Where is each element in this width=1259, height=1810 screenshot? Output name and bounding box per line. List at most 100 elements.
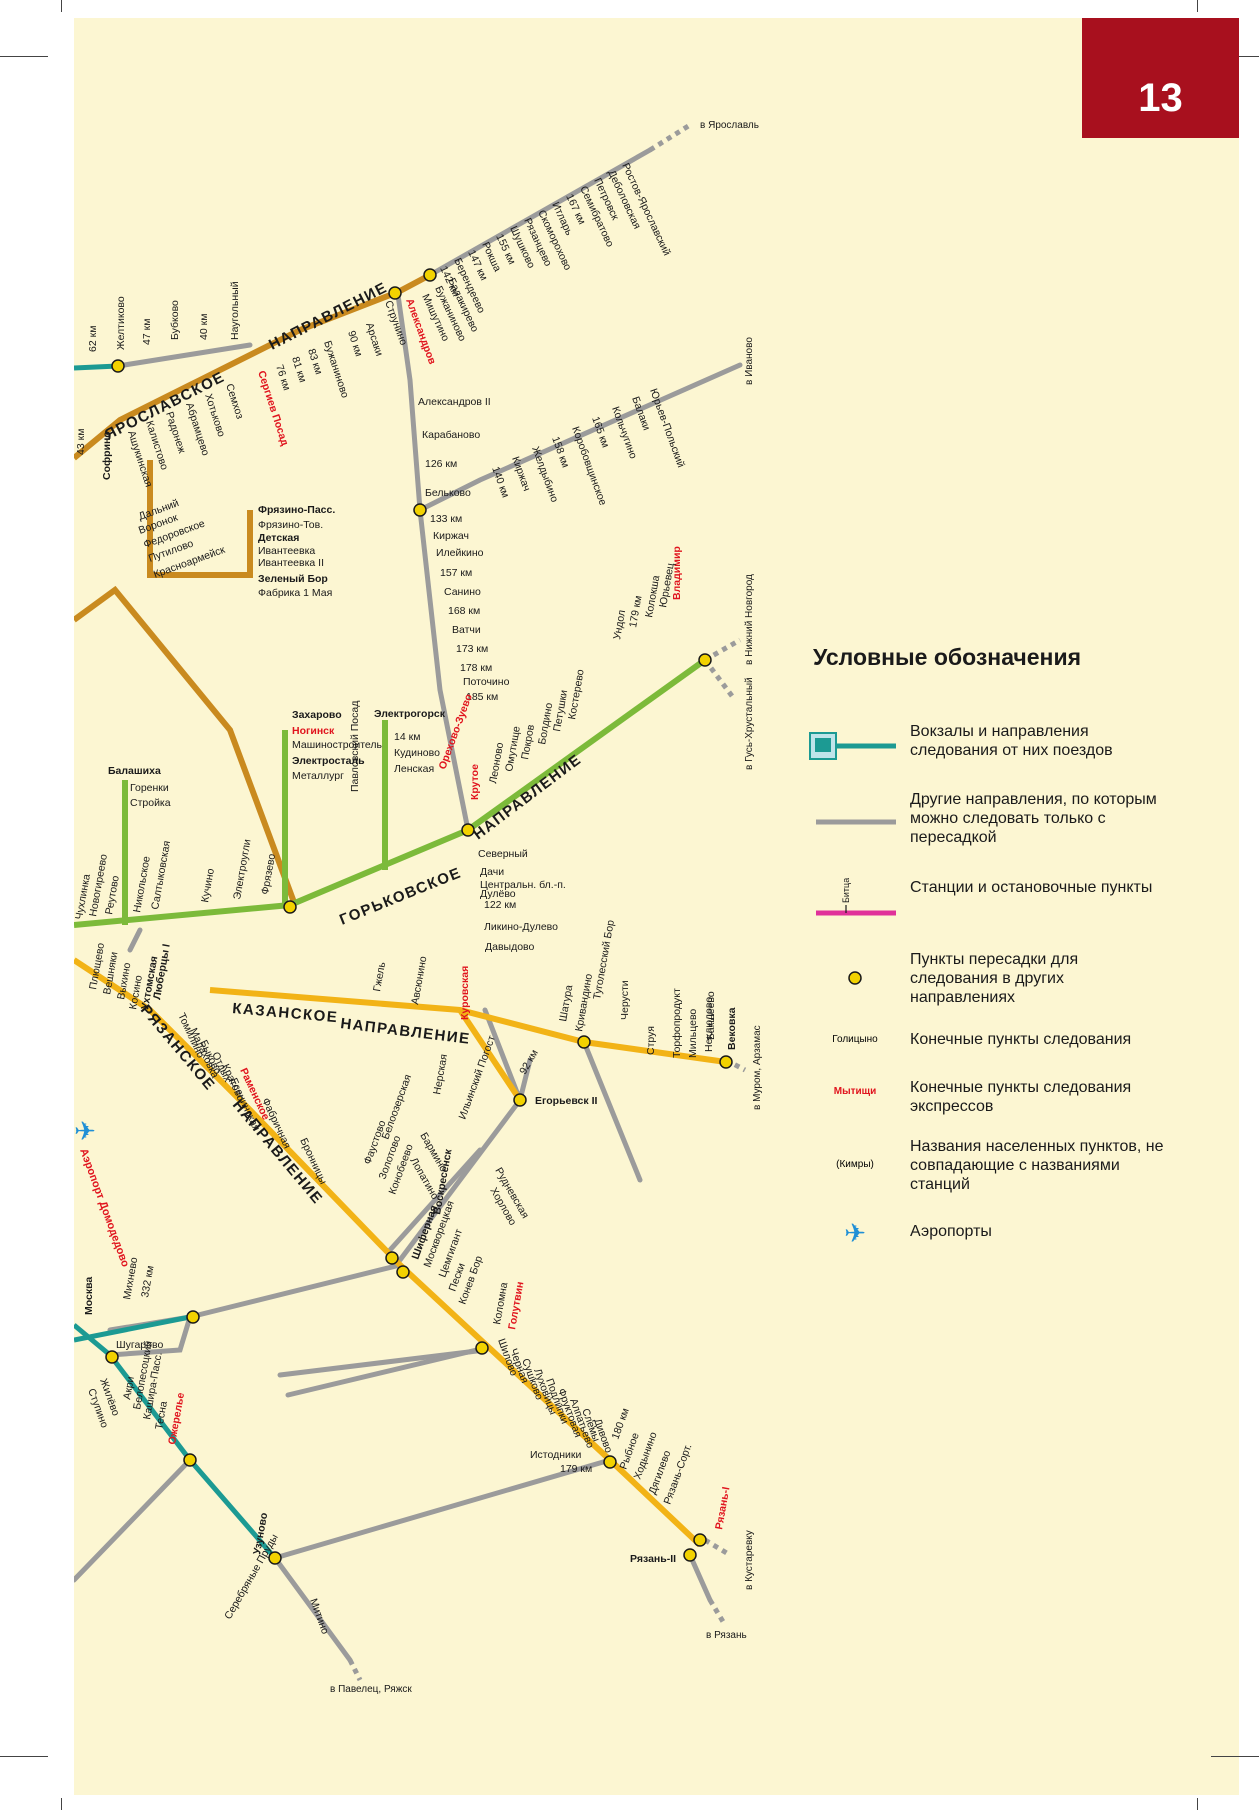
transfer-dot-mikhnevo xyxy=(186,1310,200,1324)
station-label: Балашиха xyxy=(108,765,161,777)
station-label: 133 км xyxy=(430,513,462,525)
destination-n-novgorod: в Нижний Новгород xyxy=(744,574,755,665)
station-label: Кучино xyxy=(199,867,217,903)
station-label: 168 км xyxy=(448,605,480,617)
line-link-2 xyxy=(187,1262,403,1320)
crop-mark xyxy=(1197,0,1198,12)
legend-sample-label: Мытищи xyxy=(833,1086,877,1097)
kazan-stations: Вековка Бакшеево Туголесский Бор Шатура … xyxy=(371,848,738,1050)
zheltikovo-stations: 62 км Желтиково 47 км Бубково 40 км Науг… xyxy=(87,281,241,352)
line-yaroslavl-upper xyxy=(427,147,653,278)
legend-item-settlements: (Кимры) Названия населенных пунктов, не … xyxy=(800,1137,1240,1201)
station-label: Туголесский Бор xyxy=(591,919,617,1001)
station-label: Детская xyxy=(258,532,299,544)
station-label: Дулёво xyxy=(480,888,516,900)
legend-text: Другие направления, по которым можно сле… xyxy=(910,791,1157,846)
airplane-icon: ✈ xyxy=(74,1116,96,1146)
fryazino-stations: Фрязино-Пасс. Фрязино-Тов. Детская Ивант… xyxy=(137,497,335,599)
line-ryazan-link xyxy=(272,1457,613,1561)
legend-text: Названия населенных пунктов, не совпадаю… xyxy=(910,1138,1164,1193)
station-label: Электроугли xyxy=(231,838,253,900)
legend-item-terminal: Голицыно Конечные пункты следования xyxy=(800,1030,1240,1058)
station-icon xyxy=(809,732,896,760)
destination-pavelets: в Павелец, Ряжск xyxy=(330,1684,412,1695)
station-label: Радонеж xyxy=(163,410,188,455)
station-label-express: Ожерелье xyxy=(166,1392,187,1446)
station-label: Нерская xyxy=(431,1053,450,1095)
crop-mark xyxy=(61,0,62,12)
paveletsky-line xyxy=(74,363,277,1560)
station-label: Хотьково xyxy=(202,392,227,438)
station-label: Леоново xyxy=(487,741,506,784)
station-label: Арсаки xyxy=(363,321,385,358)
station-label: 185 км xyxy=(466,691,498,703)
station-label: 157 км xyxy=(440,567,472,579)
station-label: Захарово xyxy=(292,709,342,721)
page-number: 13 xyxy=(1138,76,1183,120)
line-egoryevsk-2 xyxy=(517,1057,533,1103)
line-pavelets xyxy=(272,1555,353,1663)
station-label: 179 км xyxy=(560,1463,592,1475)
line-ivanovo xyxy=(417,362,743,513)
station-label: Мильцево xyxy=(687,1009,699,1058)
station-label: Ивантеевка II xyxy=(258,557,324,569)
station-label: Черусти xyxy=(619,980,631,1020)
crop-mark xyxy=(1197,1798,1198,1810)
transfer-dot-ryazan-2 xyxy=(683,1548,697,1562)
station-label: 81 км xyxy=(289,355,309,384)
station-label: 43 км xyxy=(75,429,87,455)
crop-mark xyxy=(61,1798,62,1810)
station-label-express: Крутое xyxy=(469,764,481,800)
station-label: 178 км xyxy=(460,662,492,674)
legend-text: Аэропорты xyxy=(910,1223,992,1240)
station-label: Ундол xyxy=(611,609,628,640)
station-label-express: Владимир xyxy=(671,546,683,600)
station-label: Фрязево xyxy=(259,853,278,896)
destination-ryazan: в Рязань xyxy=(706,1630,747,1641)
transfer-dot-vekovka xyxy=(719,1055,733,1069)
station-label: Струя xyxy=(645,1026,657,1055)
station-label: Киржач xyxy=(433,530,469,542)
airport-domodedovo: ✈ Аэропорт Домодедово xyxy=(74,1116,131,1269)
station-label: Авсюнино xyxy=(409,955,429,1005)
alexandrov-branch-stations: Александров II Карабаново 126 км Бельков… xyxy=(418,396,510,703)
station-label: Рязань-II xyxy=(630,1553,676,1565)
destination-ivanovo: в Иваново xyxy=(744,337,755,385)
gorky-line xyxy=(74,657,707,928)
station-label: 76 км xyxy=(273,363,293,392)
destination-kustarevka: в Кустаревку xyxy=(744,1530,755,1590)
station-label: Наугольный xyxy=(229,281,241,340)
station-label: Северный xyxy=(478,848,528,860)
station-label: Дачи xyxy=(480,866,504,878)
station-label: 90 км xyxy=(345,329,365,358)
station-label: Салтыковская xyxy=(149,840,173,911)
station-label-express: Куровская xyxy=(459,966,471,1020)
transfer-dot-vladimir xyxy=(698,653,712,667)
station-label: Егорьевск II xyxy=(535,1095,597,1107)
transfer-dot-golutvin xyxy=(475,1341,489,1355)
station-label: Кривандино xyxy=(573,973,595,1033)
station-label: 14 км xyxy=(394,731,420,743)
station-label: Неклюдово xyxy=(703,997,715,1052)
station-label: Павловский Посад xyxy=(349,701,361,792)
station-label: Стройка xyxy=(130,797,171,809)
gorky-stations: Владимир Юрьевец Колокша 179 км Ундол Ко… xyxy=(74,546,683,920)
station-label: Ватчи xyxy=(452,624,481,636)
legend-text: Конечные пункты следования xyxy=(910,1031,1132,1048)
station-label: Софрино xyxy=(101,431,113,480)
station-label: Металлург xyxy=(292,770,344,782)
station-label: Вековка xyxy=(726,1007,738,1050)
airport-label: Аэропорт Домодедово xyxy=(77,1147,131,1269)
station-label: Электросталь xyxy=(292,755,365,767)
crop-mark xyxy=(0,56,48,57)
station-label: Истодники xyxy=(530,1449,581,1461)
station-label: Кудиново xyxy=(394,747,440,759)
line-lower-left xyxy=(74,1457,193,1583)
station-label: Торфопродукт xyxy=(671,988,683,1058)
ryazan-stations: Шилово Черная Сушково Луховицы Подлипки … xyxy=(495,1337,732,1565)
station-label: 92 км xyxy=(517,1048,541,1077)
kazan-ryazan-line xyxy=(74,957,727,1548)
station-label: Горенки xyxy=(130,782,169,794)
line-cherusti xyxy=(581,1039,643,1183)
